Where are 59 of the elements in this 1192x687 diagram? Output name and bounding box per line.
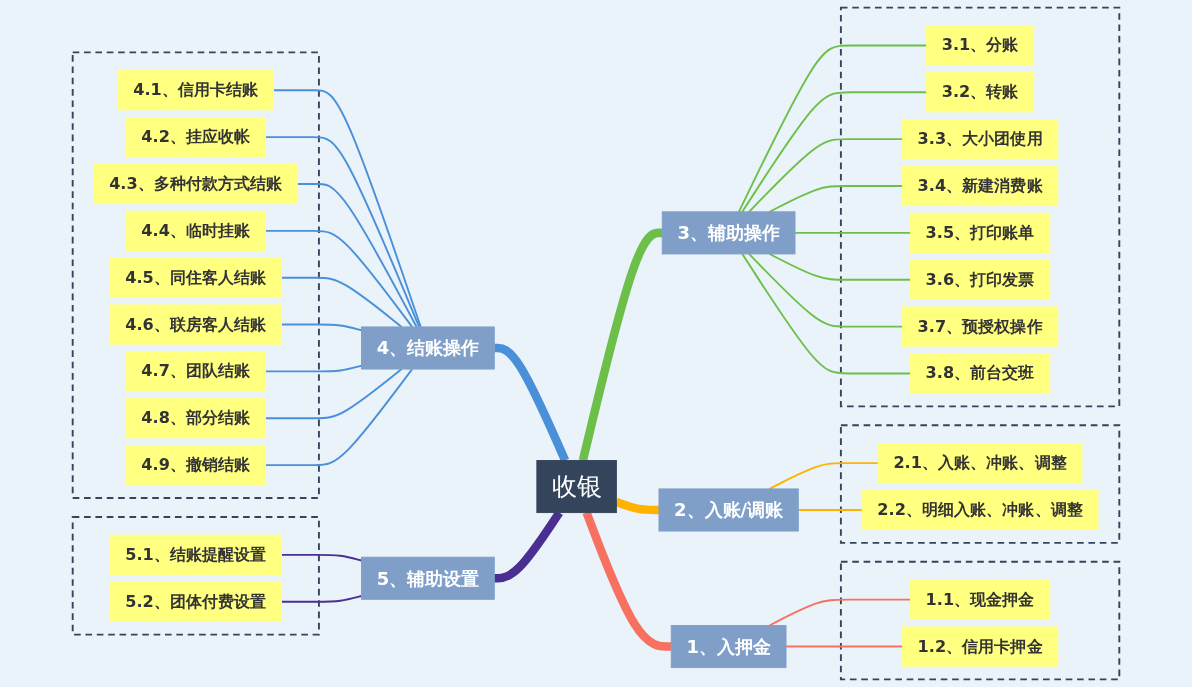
node-box: 2.1、入账、冲账、调整	[877, 443, 1083, 484]
connector	[768, 462, 880, 490]
node-box: 2.2、明细入账、冲账、调整	[861, 489, 1099, 531]
node-box: 3、辅助操作	[661, 211, 796, 255]
connector	[280, 276, 403, 328]
cluster	[71, 51, 320, 499]
node-box: 4.5、同住客人结账	[109, 257, 282, 298]
connector	[272, 89, 422, 328]
node-box: 4、结账操作	[361, 326, 495, 370]
connector	[578, 228, 663, 462]
node-box: 3.5、打印账单	[910, 212, 1051, 253]
node-box: 3.6、打印发票	[910, 259, 1051, 300]
connector	[768, 185, 904, 213]
connector	[785, 645, 904, 648]
node-box: 收银	[536, 460, 617, 514]
cluster	[839, 560, 1121, 681]
node-box: 3.4、新建消费账	[901, 165, 1059, 207]
connector	[768, 598, 912, 627]
node-box: 4.2、挂应收帐	[125, 117, 266, 158]
connector	[264, 368, 403, 420]
node-box: 3.7、预授权操作	[901, 306, 1059, 347]
node-box: 3.3、大小团使用	[901, 119, 1059, 160]
connector	[280, 595, 363, 603]
cluster	[839, 424, 1121, 544]
node-box: 1.1、现金押金	[910, 579, 1051, 620]
node-box: 4.3、多种付款方式结账	[93, 163, 299, 205]
node-box: 1.2、信用卡押金	[901, 626, 1059, 667]
connector	[741, 91, 928, 213]
node-box: 4.9、撤销结账	[125, 445, 266, 486]
node-box: 5.1、结账提醒设置	[109, 534, 282, 575]
connector	[768, 253, 912, 281]
node-box: 4.4、临时挂账	[125, 210, 266, 251]
node-box: 2、入账/调账	[658, 488, 799, 532]
node-box: 4.6、联房客人结账	[109, 304, 282, 345]
cluster	[839, 6, 1121, 408]
node-box: 1、入押金	[670, 625, 787, 669]
node-box: 3.2、转账	[926, 72, 1035, 113]
connector	[264, 229, 414, 328]
connector	[264, 364, 363, 373]
node-box: 5、辅助设置	[361, 556, 495, 600]
connector	[280, 323, 363, 332]
node-box: 4.1、信用卡结账	[117, 70, 274, 111]
connector	[748, 253, 904, 328]
connector	[582, 511, 672, 651]
connector	[741, 253, 912, 375]
node-box: 5.2、团体付费设置	[109, 581, 282, 622]
connector	[264, 136, 421, 328]
cluster	[71, 516, 320, 636]
node-box: 4.7、团队结账	[125, 351, 266, 392]
connector	[737, 44, 928, 213]
connector	[794, 231, 912, 234]
connector	[280, 553, 363, 562]
node-box: 3.8、前台交班	[910, 353, 1051, 394]
connector	[296, 183, 418, 328]
connector	[748, 138, 904, 213]
connector	[797, 509, 864, 511]
node-box: 3.1、分账	[926, 25, 1035, 66]
node-box: 4.8、部分结账	[125, 398, 266, 439]
connector	[264, 368, 414, 467]
